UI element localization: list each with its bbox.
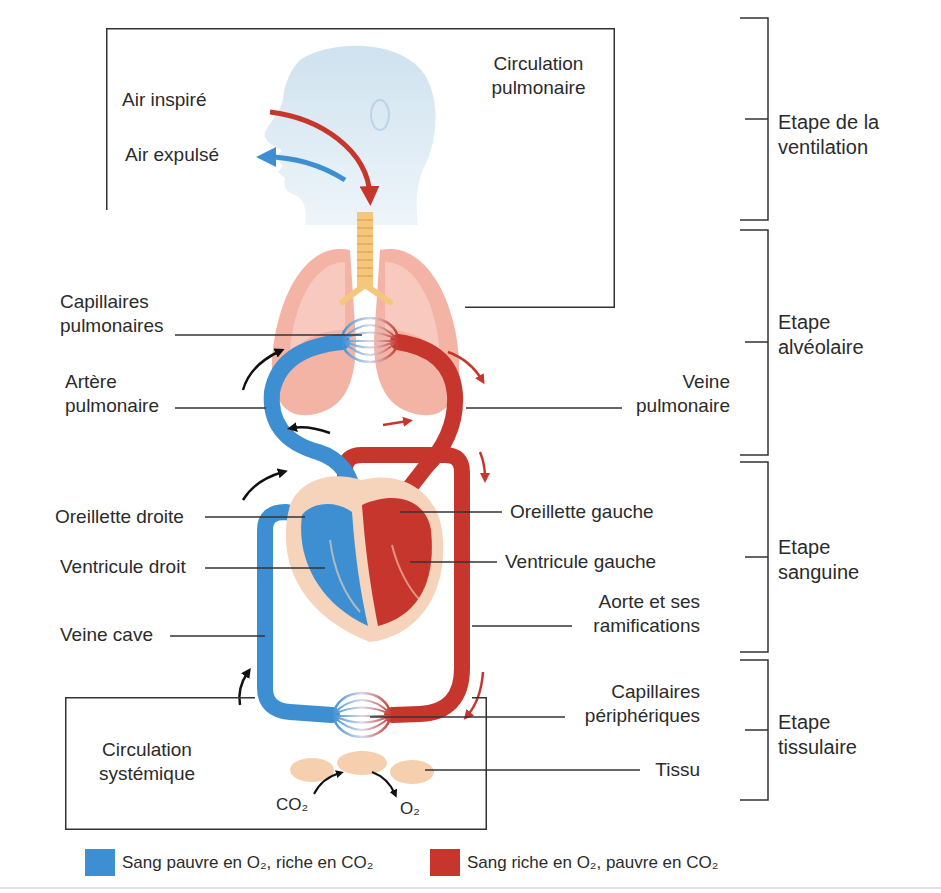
flow-arrow	[243, 351, 280, 390]
capillary	[342, 325, 398, 340]
leader-line	[205, 567, 325, 568]
capillary	[342, 333, 398, 341]
box-title: Circulation pulmonaire	[471, 52, 606, 100]
stage-label: Etape sanguine	[778, 535, 898, 585]
capillary	[342, 340, 398, 348]
flow-arrow	[383, 421, 408, 425]
pulmonary-capillaries	[342, 318, 398, 362]
leader-line	[472, 625, 572, 626]
exhaled-air-arrow	[266, 157, 345, 180]
legend-swatch	[85, 849, 115, 876]
capillary-bed	[342, 318, 398, 362]
gas-arrow	[372, 772, 395, 794]
flow-arrow	[467, 672, 483, 716]
flow-arrow	[292, 427, 330, 433]
gas-label: O₂	[400, 798, 420, 819]
part-label: Oreillette gauche	[510, 500, 654, 524]
leader-line	[175, 334, 362, 335]
bracket	[740, 230, 768, 455]
footer-rule	[0, 887, 941, 889]
air-label: Air inspiré	[122, 88, 206, 112]
gas-arrow	[314, 773, 340, 794]
part-label: Oreillette droite	[55, 505, 184, 529]
region-box: Circulation pulmonaire	[106, 28, 615, 308]
part-label: Ventricule droit	[60, 555, 186, 579]
bracket	[740, 462, 768, 652]
tissue-cell	[337, 751, 387, 775]
capillary	[342, 340, 398, 342]
part-label: Capillaires pulmonaires	[60, 290, 200, 338]
leader-line	[205, 516, 305, 517]
part-label: Capillaires périphériques	[560, 680, 700, 728]
stage-label: Etape tissulaire	[778, 710, 898, 760]
legend-item: Sang riche en O₂, pauvre en CO₂	[430, 849, 718, 876]
part-label: Tissu	[655, 758, 700, 782]
part-label: Veine cave	[60, 623, 153, 647]
legend-text: Sang riche en O₂, pauvre en CO₂	[467, 853, 718, 873]
stage-label: Etape de la ventilation	[778, 110, 918, 160]
peripheral-capillaries	[332, 693, 392, 737]
capillary	[332, 708, 392, 716]
leader-line	[410, 561, 497, 562]
ear	[371, 100, 389, 130]
capillary	[342, 340, 398, 355]
air-label: Air expulsé	[125, 143, 219, 167]
part-label: Veine pulmonaire	[600, 370, 730, 418]
box-border	[66, 698, 487, 830]
leader-line	[170, 635, 265, 636]
tissue-cell	[390, 760, 434, 784]
trachea-rings	[357, 220, 373, 276]
trachea	[357, 212, 373, 288]
legend-swatch	[430, 849, 460, 876]
leader-line	[400, 511, 502, 512]
valves	[330, 540, 420, 612]
flow-arrow	[243, 472, 283, 500]
box-title: Circulation systémique	[82, 738, 212, 786]
flow-arrow	[448, 352, 482, 380]
gas-label: CO₂	[276, 794, 308, 815]
part-label: Aorte et ses ramifications	[560, 590, 700, 638]
bracket	[740, 660, 768, 800]
part-label: Artère pulmonaire	[65, 370, 195, 418]
pulmonary-artery	[272, 342, 355, 500]
part-label: Ventricule gauche	[505, 550, 656, 574]
capillary	[332, 700, 392, 715]
lung	[374, 249, 459, 415]
box-border	[107, 29, 615, 308]
flow-arrow	[480, 452, 485, 478]
heart	[286, 476, 443, 642]
head-silhouette	[265, 46, 436, 225]
bracket	[740, 18, 768, 220]
flow-arrow	[239, 672, 248, 705]
leader-line	[425, 769, 640, 770]
leader-line	[370, 716, 565, 717]
legend-item: Sang pauvre en O₂, riche en CO₂	[85, 849, 373, 876]
inhaled-air-arrow	[270, 112, 370, 196]
leader-line	[466, 407, 622, 408]
stage-brackets	[740, 18, 768, 800]
stage-label: Etape alvéolaire	[778, 310, 898, 360]
legend-text: Sang pauvre en O₂, riche en CO₂	[122, 853, 373, 873]
leader-line	[175, 407, 266, 408]
capillary	[332, 715, 392, 723]
